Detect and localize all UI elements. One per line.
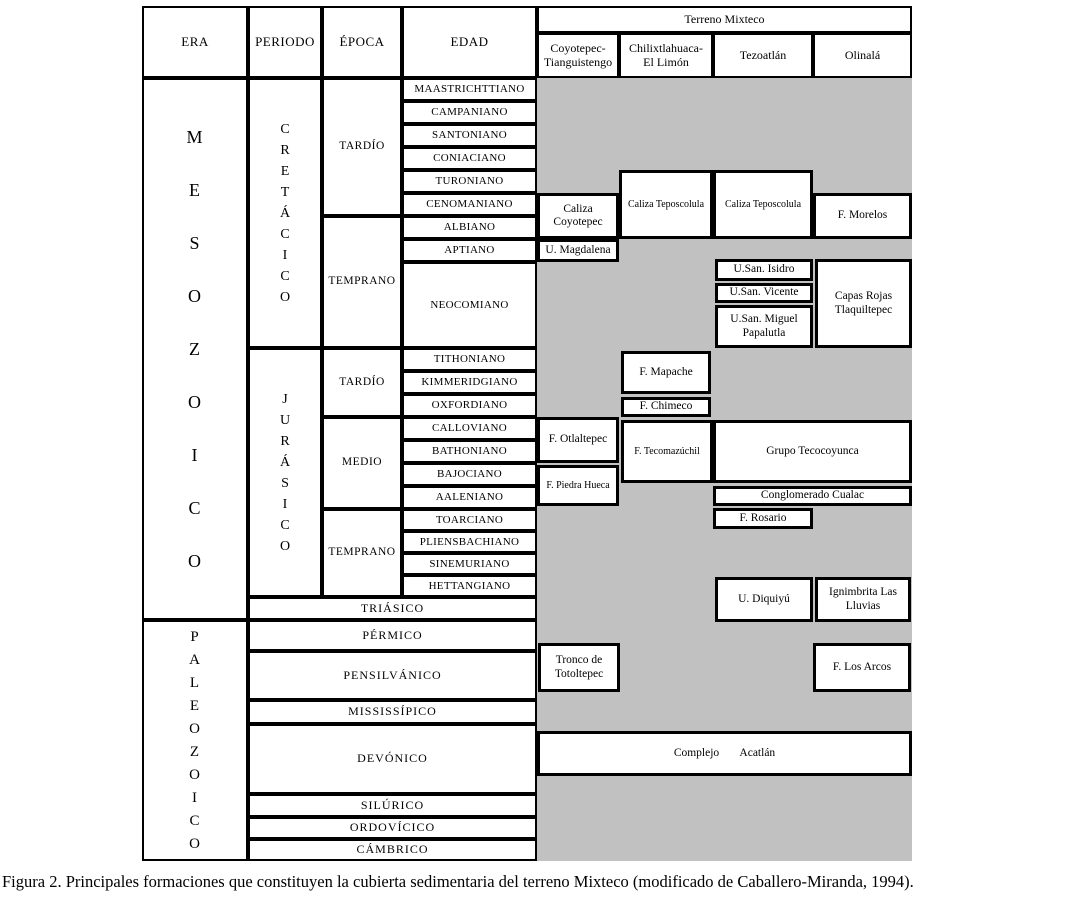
period-devonico: DEVÓNICO (248, 724, 537, 794)
epoch-jurasico-medio: MEDIO (322, 417, 402, 509)
formation-f-chimeco: F. Chimeco (621, 397, 711, 417)
age-campaniano: CAMPANIANO (402, 101, 537, 124)
era-paleozoico: P A L E O Z O I C O (142, 620, 248, 861)
formation-caliza-coyotepec: Caliza Coyotepec (537, 193, 619, 239)
figure-caption: Figura 2. Principales formaciones que co… (2, 872, 914, 891)
formation-f-tecomazuchil: F. Tecomazúchil (621, 420, 713, 483)
formation-f-piedra-hueca: F. Piedra Hueca (537, 465, 619, 506)
period-permico: PÉRMICO (248, 620, 537, 651)
age-neocomiano: NEOCOMIANO (402, 262, 537, 348)
age-cenomaniano: CENOMANIANO (402, 193, 537, 216)
period-cretacico: C R E T Á C I C O (248, 78, 322, 348)
period-cambrico: CÁMBRICO (248, 839, 537, 861)
age-coniaciano: CONIACIANO (402, 147, 537, 170)
period-silurico: SILÚRICO (248, 794, 537, 817)
formation-f-mapache: F. Mapache (621, 351, 711, 394)
formation-tronco-de-totoltepec: Tronco de Totoltepec (538, 643, 620, 692)
formation-caliza-teposcolula-chilixtlahuaca: Caliza Teposcolula (619, 170, 713, 239)
formation-f-los-arcos: F. Los Arcos (813, 643, 911, 692)
header-column-tezoatlan: Tezoatlán (713, 33, 813, 78)
header-era: ERA (142, 6, 248, 78)
age-santoniano: SANTONIANO (402, 124, 537, 147)
formation-grupo-tecocoyunca: Grupo Tecocoyunca (713, 420, 912, 483)
formation-u-san-isidro: U.San. Isidro (715, 259, 813, 281)
age-aaleniano: AALENIANO (402, 486, 537, 509)
formation-complejo-acatlan: Complejo Acatlán (537, 731, 912, 776)
period-pensilvanico: PENSILVÁNICO (248, 651, 537, 700)
period-jurasico: J U R Á S I C O (248, 348, 322, 597)
age-toarciano: TOARCIANO (402, 509, 537, 531)
age-aptiano: APTIANO (402, 239, 537, 262)
epoch-cretacico-tardio: TARDÍO (322, 78, 402, 216)
formation-u-magdalena: U. Magdalena (537, 239, 619, 262)
epoch-cretacico-temprano: TEMPRANO (322, 216, 402, 348)
epoch-jurasico-tardio: TARDÍO (322, 348, 402, 417)
formation-f-otlaltepec: F. Otlaltepec (537, 417, 619, 463)
age-hettangiano: HETTANGIANO (402, 575, 537, 597)
formation-ignimbrita-las-lluvias: Ignimbrita Las Lluvias (815, 577, 911, 622)
formation-f-morelos: F. Morelos (813, 193, 912, 239)
epoch-jurasico-temprano: TEMPRANO (322, 509, 402, 597)
age-albiano: ALBIANO (402, 216, 537, 239)
header-edad: EDAD (402, 6, 537, 78)
formation-u-san-vicente: U.San. Vicente (715, 283, 813, 303)
era-mesozoico: M E S O Z O I C O (142, 78, 248, 620)
header-column-coyotepec: Coyotepec- Tianguistengo (537, 33, 619, 78)
header-periodo: PERIODO (248, 6, 322, 78)
formation-capas-rojas-tlaquiltepec: Capas Rojas Tlaquiltepec (815, 259, 912, 348)
age-sinemuriano: SINEMURIANO (402, 553, 537, 575)
age-bathoniano: BATHONIANO (402, 440, 537, 463)
age-maastrichttiano: MAASTRICHTTIANO (402, 78, 537, 101)
formation-u-san-miguel-papalutla: U.San. Miguel Papalutla (715, 305, 813, 348)
period-triasico: TRIÁSICO (248, 597, 537, 620)
formation-f-rosario: F. Rosario (713, 508, 813, 529)
age-turoniano: TURONIANO (402, 170, 537, 193)
formation-caliza-teposcolula-tezoatlan: Caliza Teposcolula (713, 170, 813, 239)
header-column-chilixtlahuaca: Chilixtlahuaca- El Limón (619, 33, 713, 78)
stratigraphic-chart: ERA PERIODO ÉPOCA EDAD Terreno Mixteco C… (142, 6, 912, 861)
period-mississipico: MISSISSÍPICO (248, 700, 537, 724)
age-calloviano: CALLOVIANO (402, 417, 537, 440)
age-pliensbachiano: PLIENSBACHIANO (402, 531, 537, 553)
age-bajociano: BAJOCIANO (402, 463, 537, 486)
formation-conglomerado-cualac: Conglomerado Cualac (713, 486, 912, 506)
header-column-olinala: Olinalá (813, 33, 912, 78)
formation-u-diquiyu: U. Diquiyú (715, 577, 813, 622)
period-ordovicico: ORDOVÍCICO (248, 817, 537, 839)
header-epoca: ÉPOCA (322, 6, 402, 78)
header-terreno-mixteco: Terreno Mixteco (537, 6, 912, 33)
age-oxfordiano: OXFORDIANO (402, 394, 537, 417)
age-kimmeridgiano: KIMMERIDGIANO (402, 371, 537, 394)
age-tithoniano: TITHONIANO (402, 348, 537, 371)
